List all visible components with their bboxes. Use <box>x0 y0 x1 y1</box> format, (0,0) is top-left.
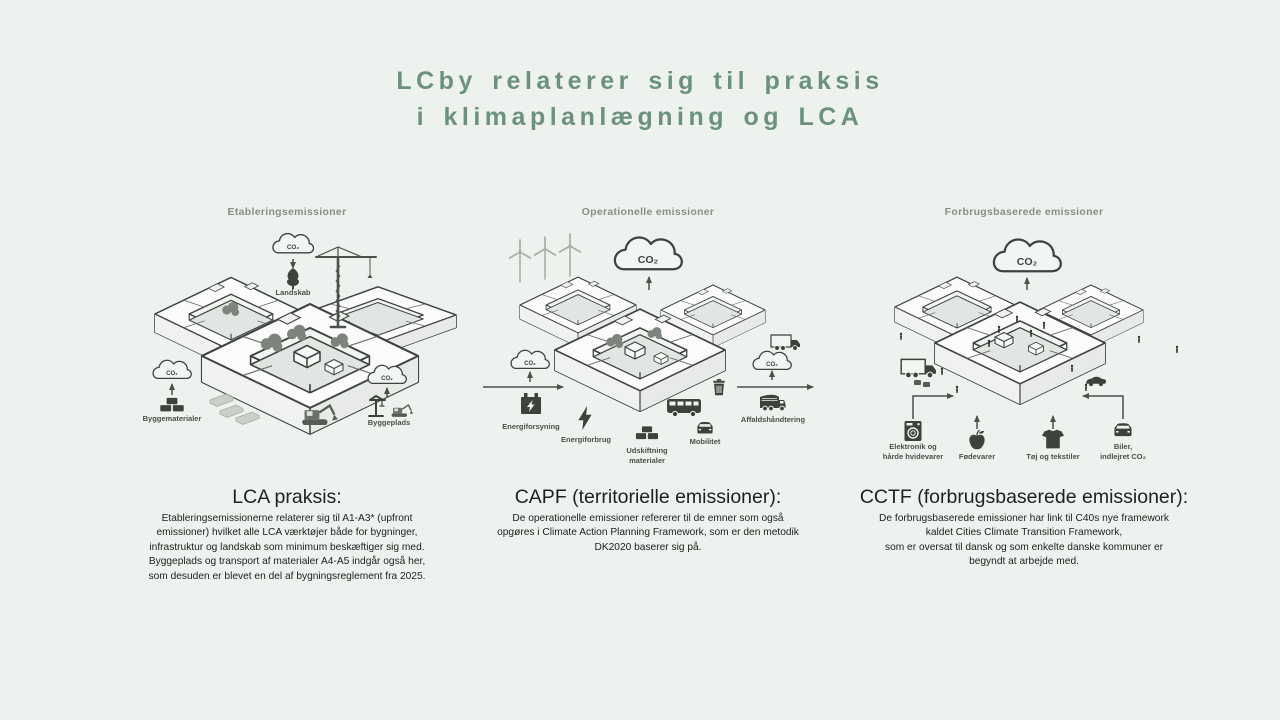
person-icon <box>1137 335 1141 344</box>
label-byggematerialer: Byggematerialer <box>143 414 202 423</box>
co2-cloud-icon: CO₂ <box>152 359 192 380</box>
trash-icon <box>712 378 726 396</box>
label-affaldshandtering: Affaldshåndtering <box>741 415 806 424</box>
wind-turbine-icon <box>558 233 582 277</box>
excavator-icon <box>390 404 414 418</box>
column-etableringsemissioner: Etableringsemissioner CO₂ Landskab <box>102 206 472 584</box>
crate-icon <box>914 380 921 385</box>
svg-text:CO₂: CO₂ <box>166 371 178 377</box>
tshirt-icon <box>1041 429 1065 449</box>
svg-text:CO₂: CO₂ <box>638 254 659 266</box>
label-materialer: materialer <box>629 456 665 465</box>
crate-icon <box>923 382 930 387</box>
washing-machine-icon <box>903 420 923 442</box>
co2-cloud-icon: CO₂ <box>613 236 683 271</box>
bricks-icon <box>160 397 184 412</box>
body-line: De forbrugsbaserede emissioner har link … <box>879 513 1169 524</box>
co2-cloud-icon: CO₂ <box>752 350 792 371</box>
body-line: emissioner) hvilket alle LCA værktøjer b… <box>156 527 418 539</box>
co2-cloud-icon: CO₂ <box>272 232 315 254</box>
column-body: De operationelle emissioner refererer ti… <box>463 512 833 555</box>
co2-cloud-icon: CO₂ <box>367 364 407 385</box>
slide-title: LCby relaterer sig til praksis i klimapl… <box>0 64 1280 135</box>
body-line: infrastruktur og landskab som minimum be… <box>149 541 425 553</box>
truck-icon <box>900 358 937 379</box>
illustration-caption: Operationelle emissioner <box>581 206 715 218</box>
column-heading: CCTF (forbrugsbaserede emissioner): <box>859 486 1189 508</box>
apple-icon <box>968 429 986 450</box>
body-line: som desuden er blevet en del af bygnings… <box>148 570 426 582</box>
person-icon <box>1084 383 1088 392</box>
illustration-etableringsemissioner: CO₂ Landskab CO₂ Byggematerialer CO₂ <box>143 232 457 435</box>
column-forbrugsbaserede-emissioner: Forbrugsbaserede emissioner CO₂ <box>839 206 1209 570</box>
label-byggeplads: Byggeplads <box>368 418 411 427</box>
person-icon <box>940 367 944 376</box>
label-udskiftning: Udskiftning <box>626 446 668 455</box>
co2-cloud-icon: CO₂ <box>510 349 550 370</box>
column-heading: LCA praksis: <box>232 486 342 508</box>
svg-text:CO₂: CO₂ <box>1017 256 1038 268</box>
truck-icon <box>770 334 801 351</box>
label-indlejret-co2: indlejret CO₂ <box>1100 452 1146 461</box>
garbage-truck-icon <box>759 394 786 412</box>
bricks-icon <box>635 426 659 440</box>
label-biler: Biler, <box>1114 442 1132 451</box>
body-line: begyndt at arbejde med. <box>969 556 1079 568</box>
bus-icon <box>666 398 702 418</box>
label-energiforbrug: Energiforbrug <box>561 435 611 444</box>
label-hvidevarer: hårde hvidevarer <box>883 452 944 461</box>
illustration-caption: Etableringsemissioner <box>227 206 347 218</box>
body-line: DK2020 baserer sig på. <box>594 541 702 553</box>
label-energiforsyning: Energiforsyning <box>502 422 560 431</box>
svg-text:CO₂: CO₂ <box>524 361 536 367</box>
car-icon <box>1086 376 1107 387</box>
person-icon <box>899 332 903 341</box>
person-icon <box>1175 345 1179 354</box>
body-line: Etableringsemissionerne relaterer sig ti… <box>161 513 413 524</box>
svg-text:CO₂: CO₂ <box>287 244 300 251</box>
label-fodevarer: Fødevarer <box>959 452 995 461</box>
illustration-operationelle-emissioner: CO₂ CO₂ Energiforsyning Energiforbrug Ud… <box>483 233 814 465</box>
body-line: Byggeplads og transport af materialer A4… <box>148 556 426 568</box>
slide-title-line2: i klimaplanlægning og LCA <box>416 102 864 131</box>
body-line: som er oversat til dansk og som enkelte … <box>884 541 1164 553</box>
material-stack <box>235 411 260 425</box>
tree-icon <box>287 268 299 290</box>
svg-text:CO₂: CO₂ <box>381 376 393 382</box>
car-icon <box>1114 423 1132 437</box>
slide-title-line1: LCby relaterer sig til praksis <box>396 67 884 95</box>
label-elektronik: Elektronik og <box>889 442 937 451</box>
body-line: De operationelle emissioner refererer ti… <box>512 513 784 524</box>
person-icon <box>955 385 959 394</box>
material-stack <box>219 404 244 418</box>
illustration-caption: Forbrugsbaserede emissioner <box>944 206 1104 218</box>
car-icon <box>697 421 713 434</box>
consumption-arrow-right <box>1082 393 1124 419</box>
svg-text:CO₂: CO₂ <box>766 362 778 368</box>
column-heading: CAPF (territorielle emissioner): <box>514 486 782 508</box>
body-line: kaldet Cities Climate Transition Framewo… <box>925 527 1123 539</box>
label-mobilitet: Mobilitet <box>690 437 721 446</box>
column-operationelle-emissioner: Operationelle emissioner CO₂ CO₂ <box>463 206 833 555</box>
body-line: opgøres i Climate Action Planning Framew… <box>497 527 799 539</box>
label-toj: Tøj og tekstiler <box>1026 452 1079 461</box>
power-plant-icon <box>521 393 541 414</box>
wind-turbine-icon <box>508 239 532 283</box>
column-body: Etableringsemissionerne relaterer sig ti… <box>102 512 472 584</box>
label-landskab: Landskab <box>275 288 310 297</box>
co2-cloud-icon: CO₂ <box>992 238 1062 273</box>
lightning-icon <box>578 405 592 431</box>
consumption-arrow-left <box>912 393 954 419</box>
wind-turbine-icon <box>533 236 557 280</box>
crane-icon <box>368 395 386 417</box>
illustration-forbrugsbaserede-emissioner: CO₂ Elektronik og hårde hvidevarer Fødev… <box>883 238 1179 461</box>
material-stack <box>209 393 234 407</box>
column-body: De forbrugsbaserede emissioner har link … <box>839 512 1209 570</box>
